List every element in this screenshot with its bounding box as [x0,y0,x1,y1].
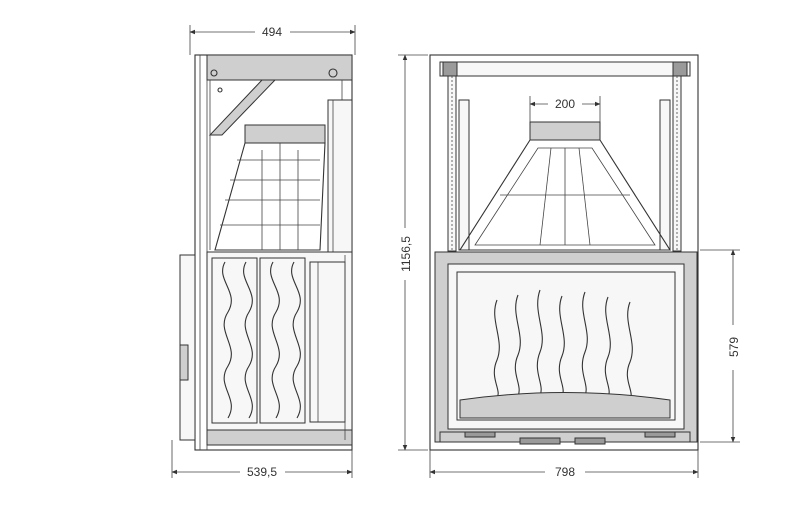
total-height-label: 1156,5 [399,236,413,272]
side-bottom-width-label: 539,5 [247,465,277,479]
side-dimension-top: 494 [189,25,356,55]
side-top-width-label: 494 [262,25,282,39]
front-width-label: 798 [555,465,575,479]
total-height-dimension: 1156,5 [398,54,428,451]
door-height-dimension: 579 [700,249,741,443]
side-view [179,54,353,451]
flue-dimension: 200 [529,96,601,122]
front-view [429,54,699,451]
flue-diameter-label: 200 [555,97,575,111]
front-width-dimension: 798 [429,450,699,479]
door-height-label: 579 [727,337,741,357]
side-dimension-bottom: 539,5 [171,440,353,479]
